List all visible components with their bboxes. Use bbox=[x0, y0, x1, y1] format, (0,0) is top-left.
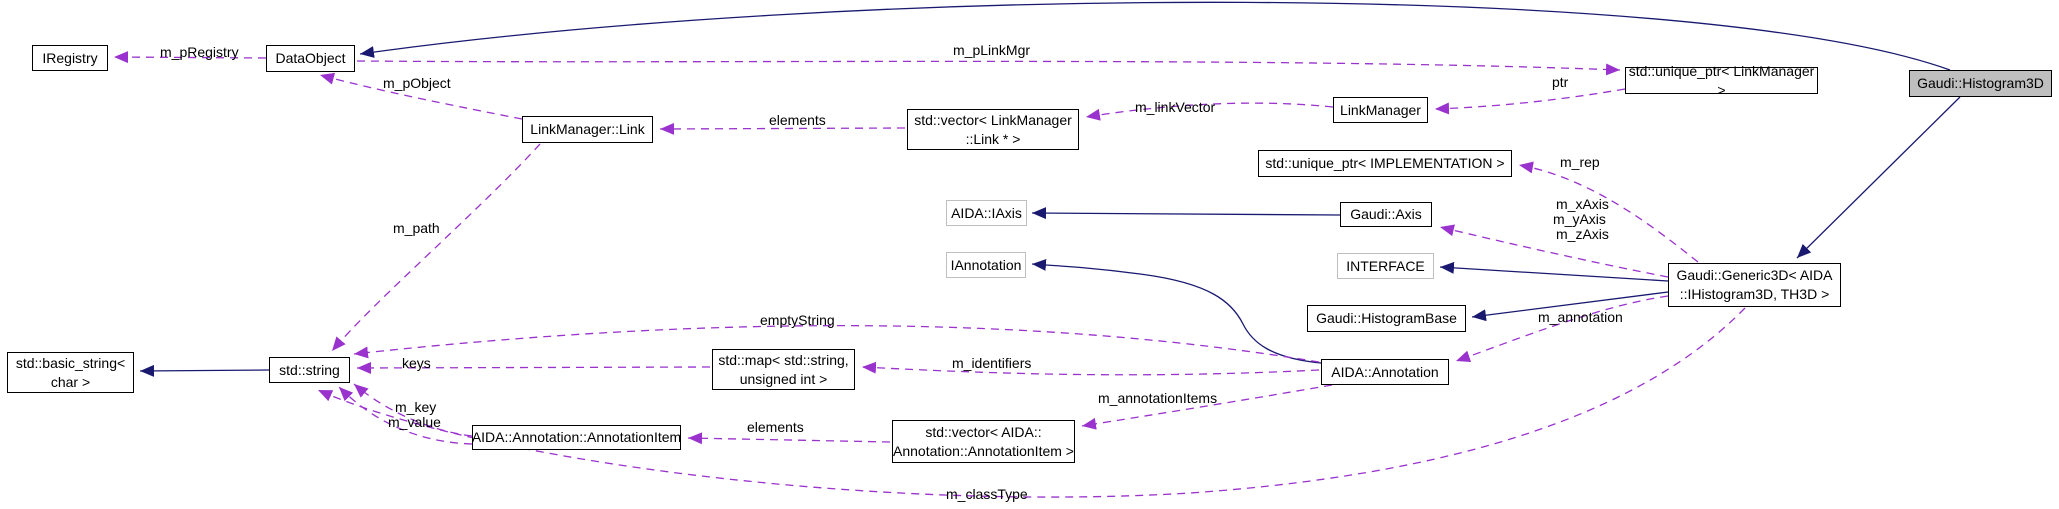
edge-label-m-yaxis: m_yAxis bbox=[1553, 211, 1606, 227]
edge-inherit-histogram3d-generic3d bbox=[1796, 96, 1961, 259]
edge-label-m-rep: m_rep bbox=[1560, 154, 1600, 170]
edge-ptr bbox=[1434, 88, 1626, 115]
edge-inherit-histogram3d-dataobject bbox=[359, 1, 1951, 71]
node-interface[interactable]: INTERFACE bbox=[1337, 253, 1434, 279]
node-basic-string[interactable]: std::basic_string< char > bbox=[7, 352, 134, 393]
edge-label-m-xaxis: m_xAxis bbox=[1556, 196, 1609, 212]
node-std-map[interactable]: std::map< std::string, unsigned int > bbox=[712, 349, 855, 390]
node-aida-iaxis[interactable]: AIDA::IAxis bbox=[946, 200, 1027, 226]
edge-label-m-key: m_key bbox=[395, 399, 437, 415]
edge-m-plinkmgr bbox=[356, 60, 1621, 76]
edge-label-m-annotation: m_annotation bbox=[1538, 309, 1623, 325]
node-vector-annotation-item[interactable]: std::vector< AIDA:: Annotation::Annotati… bbox=[892, 420, 1075, 463]
node-unique-ptr-implementation[interactable]: std::unique_ptr< IMPLEMENTATION > bbox=[1258, 150, 1512, 177]
edge-m-classtype bbox=[317, 307, 1746, 498]
edge-label-m-pregistry: m_pRegistry bbox=[160, 44, 239, 60]
edge-label-m-zaxis: m_zAxis bbox=[1556, 226, 1609, 242]
node-annotation-item[interactable]: AIDA::Annotation::AnnotationItem bbox=[472, 425, 681, 450]
node-linkmanager-link[interactable]: LinkManager::Link bbox=[522, 116, 653, 143]
node-vector-linkmanager-link[interactable]: std::vector< LinkManager ::Link * > bbox=[907, 109, 1079, 150]
node-std-string[interactable]: std::string bbox=[269, 357, 350, 383]
node-linkmanager[interactable]: LinkManager bbox=[1333, 97, 1428, 123]
edge-keys bbox=[356, 361, 711, 374]
edge-label-ptr: ptr bbox=[1552, 74, 1569, 90]
node-gaudi-histogrambase[interactable]: Gaudi::HistogramBase bbox=[1307, 305, 1466, 332]
edge-inherit-annotation-iannotation bbox=[1031, 258, 1322, 364]
edge-m-axes bbox=[1439, 224, 1669, 278]
node-gaudi-generic3d[interactable]: Gaudi::Generic3D< AIDA ::IHistogram3D, T… bbox=[1668, 263, 1841, 307]
node-aida-annotation[interactable]: AIDA::Annotation bbox=[1321, 359, 1449, 385]
edge-inherit-generic3d-histogrambase bbox=[1471, 291, 1669, 322]
edge-elements-items bbox=[687, 432, 891, 445]
node-gaudi-axis[interactable]: Gaudi::Axis bbox=[1340, 202, 1432, 227]
edge-label-m-plinkmgr: m_pLinkMgr bbox=[953, 42, 1031, 58]
edge-label-m-linkvector: m_linkVector bbox=[1135, 99, 1216, 115]
edge-label-m-classtype: m_classType bbox=[946, 486, 1028, 502]
edge-elements-links bbox=[659, 122, 906, 135]
edge-m-pregistry bbox=[113, 51, 267, 64]
edge-m-identifiers bbox=[861, 361, 1320, 376]
edge-inherit-string-basicstring bbox=[139, 364, 270, 377]
edge-m-annotationitems bbox=[1081, 384, 1333, 430]
edge-label-m-pobject: m_pObject bbox=[383, 75, 451, 91]
edge-label-elements-links: elements bbox=[769, 112, 826, 128]
node-unique-ptr-linkmanager[interactable]: std::unique_ptr< LinkManager > bbox=[1625, 63, 1818, 98]
edge-label-m-path: m_path bbox=[393, 220, 440, 236]
edge-m-annotation bbox=[1455, 295, 1669, 363]
edge-m-pobject bbox=[319, 72, 523, 120]
edge-m-value bbox=[338, 386, 473, 445]
edge-label-m-identifiers: m_identifiers bbox=[952, 355, 1032, 371]
edge-m-linkvector bbox=[1085, 102, 1334, 121]
edge-emptystring bbox=[353, 324, 1320, 363]
edge-label-m-value: m_value bbox=[388, 414, 441, 430]
edge-inherit-gaudiaxis-iaxis bbox=[1031, 207, 1341, 220]
edge-label-keys: keys bbox=[402, 355, 431, 371]
edge-label-emptystring: emptyString bbox=[760, 312, 835, 328]
edge-m-rep bbox=[1518, 161, 1699, 263]
edge-inherit-generic3d-interface bbox=[1439, 261, 1669, 282]
edge-label-m-annotationitems: m_annotationItems bbox=[1098, 390, 1218, 406]
edge-label-elements-items: elements bbox=[747, 419, 804, 435]
edge-m-path bbox=[331, 143, 541, 352]
node-gaudi-histogram3d[interactable]: Gaudi::Histogram3D bbox=[1909, 70, 2052, 97]
node-iregistry[interactable]: IRegistry bbox=[32, 45, 108, 71]
node-iannotation[interactable]: IAnnotation bbox=[946, 252, 1026, 278]
node-dataobject[interactable]: DataObject bbox=[266, 45, 355, 72]
